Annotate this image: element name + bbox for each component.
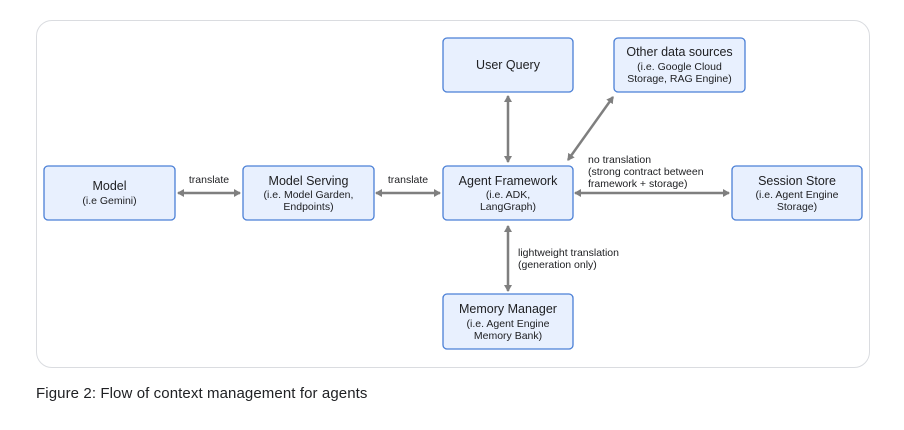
edge-label-framework-memory: lightweight translation (generation only… — [518, 247, 622, 271]
node-memory-manager-sub-2: Memory Bank) — [474, 330, 542, 342]
node-other-sources-title: Other data sources — [626, 45, 732, 59]
node-agent-framework: Agent Framework (i.e. ADK, LangGraph) — [442, 165, 574, 221]
edge-label-model-serving: translate — [189, 174, 229, 186]
node-model-serving-sub-2: Endpoints) — [283, 201, 333, 213]
node-agent-framework-sub-1: (i.e. ADK, — [486, 189, 530, 201]
node-session-store-sub-1: (i.e. Agent Engine — [756, 189, 839, 201]
edges — [177, 95, 730, 292]
node-user-query: User Query — [442, 37, 574, 93]
node-other-sources: Other data sources (i.e. Google Cloud St… — [613, 37, 746, 93]
node-model-serving-title: Model Serving — [269, 174, 349, 188]
node-model-serving-sub-1: (i.e. Model Garden, — [264, 189, 354, 201]
node-other-sources-sub-1: (i.e. Google Cloud — [637, 61, 722, 73]
node-session-store-sub-2: Storage) — [777, 201, 817, 213]
node-agent-framework-title: Agent Framework — [459, 174, 558, 188]
node-memory-manager: Memory Manager (i.e. Agent Engine Memory… — [442, 293, 574, 350]
node-model-serving: Model Serving (i.e. Model Garden, Endpoi… — [242, 165, 375, 221]
figure-caption: Figure 2: Flow of context management for… — [36, 385, 368, 402]
node-memory-manager-sub-1: (i.e. Agent Engine — [467, 318, 550, 330]
edge-label-serving-framework: translate — [388, 174, 428, 186]
node-model-sub: (i.e Gemini) — [82, 195, 136, 207]
edge-framework-othersources — [566, 96, 615, 161]
node-user-query-title: User Query — [476, 58, 541, 72]
node-other-sources-sub-2: Storage, RAG Engine) — [627, 73, 731, 85]
node-model-title: Model — [92, 179, 126, 193]
node-agent-framework-sub-2: LangGraph) — [480, 201, 536, 213]
edge-label-framework-session: no translation (strong contract between … — [588, 154, 706, 190]
node-memory-manager-title: Memory Manager — [459, 302, 557, 316]
node-session-store-title: Session Store — [758, 174, 836, 188]
node-session-store: Session Store (i.e. Agent Engine Storage… — [731, 165, 863, 221]
node-model: Model (i.e Gemini) — [43, 165, 176, 221]
